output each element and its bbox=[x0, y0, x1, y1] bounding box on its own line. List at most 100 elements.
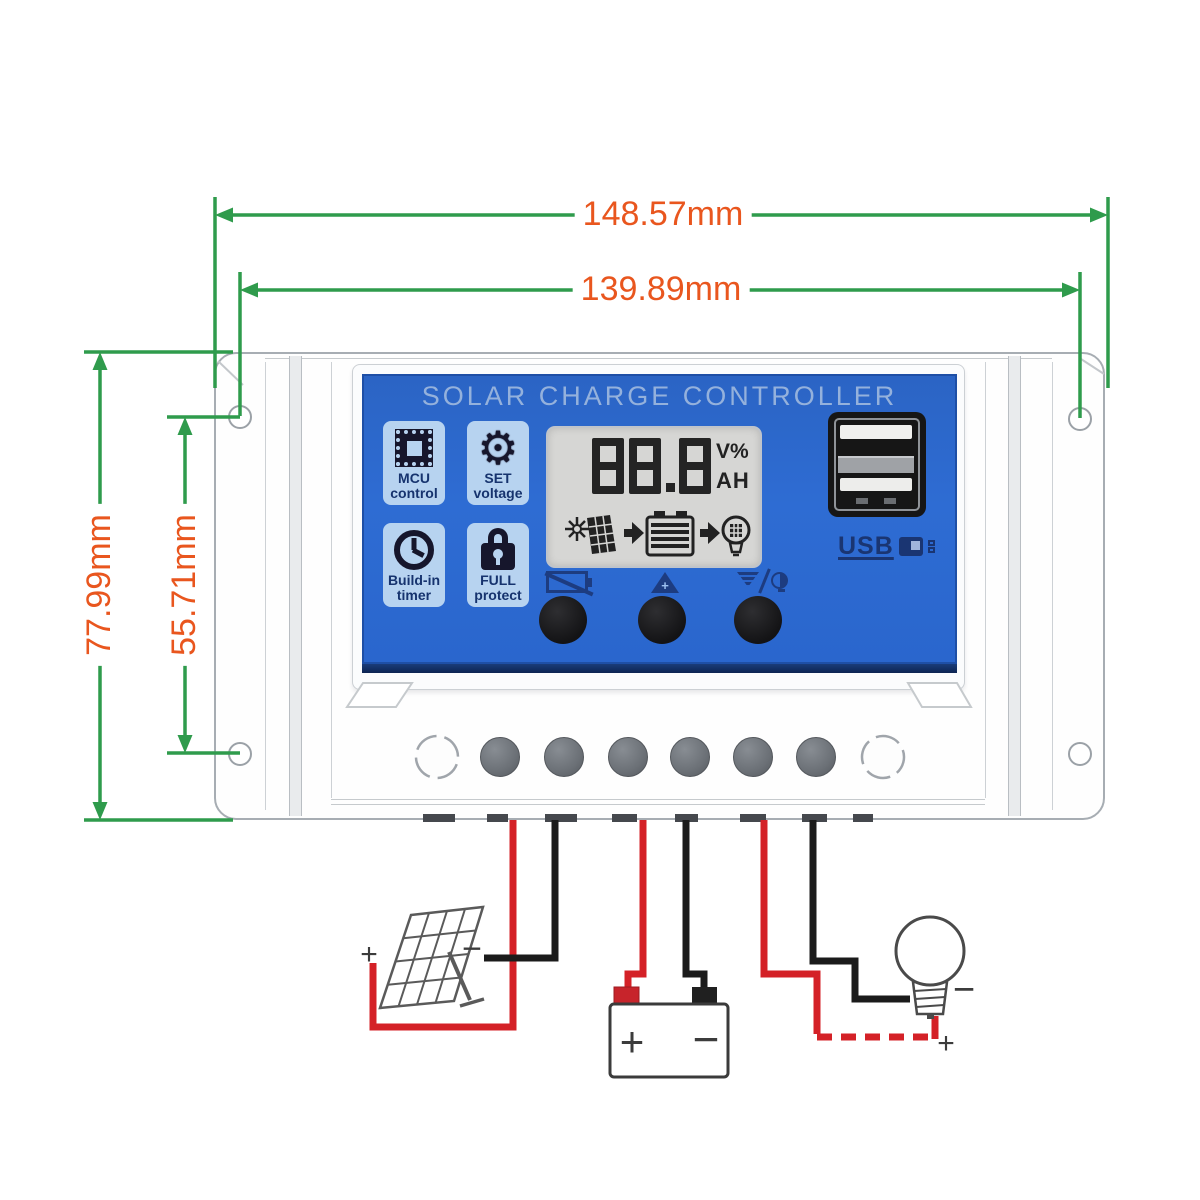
body-bottom-inner-line1 bbox=[331, 799, 985, 800]
dimension-width-total: 148.57mm bbox=[574, 195, 752, 233]
terminal-screw bbox=[544, 737, 584, 777]
terminal-screw bbox=[796, 737, 836, 777]
terminal-stub bbox=[545, 814, 577, 822]
gear-icon: ⚙ bbox=[477, 421, 519, 475]
badge-label: Build-in bbox=[387, 572, 441, 588]
solar-plus-sign: + bbox=[360, 938, 378, 971]
usb-plug-icon bbox=[898, 537, 923, 556]
battery-positive-terminal bbox=[613, 986, 640, 1005]
right-ridge bbox=[1008, 356, 1021, 816]
terminal-stub bbox=[740, 814, 766, 822]
wire-load-negative bbox=[809, 820, 910, 1003]
button-left bbox=[539, 596, 587, 644]
light-bulb-icon bbox=[721, 515, 751, 557]
solar-panel-symbol bbox=[378, 905, 485, 1010]
feature-badge-timer: Build-in timer bbox=[383, 523, 445, 607]
left-flange-line bbox=[265, 362, 266, 810]
warning-triangle-icon: + bbox=[651, 572, 679, 593]
mcu-chip-icon bbox=[395, 425, 433, 471]
load-day-night-icon bbox=[737, 568, 791, 594]
badge-label: SET bbox=[484, 470, 512, 486]
seven-segment-digit bbox=[592, 438, 624, 494]
terminal-stub bbox=[487, 814, 508, 822]
button-middle bbox=[638, 596, 686, 644]
badge-label: protect bbox=[474, 587, 522, 603]
usb-logo-text: USB bbox=[838, 532, 894, 560]
circlip-screw-right bbox=[860, 734, 906, 780]
terminal-stub bbox=[853, 814, 873, 822]
left-ridge bbox=[289, 356, 302, 816]
dimension-lines bbox=[84, 197, 1110, 822]
usb-logo-mark bbox=[927, 540, 935, 553]
right-flange-line bbox=[1052, 362, 1053, 810]
terminal-screw bbox=[480, 737, 520, 777]
seven-segment-digit bbox=[629, 438, 661, 494]
left-face-line bbox=[331, 362, 332, 798]
battery-minus-sign: − bbox=[692, 1013, 720, 1065]
wire-battery-positive bbox=[624, 820, 647, 990]
arrow-right-icon bbox=[624, 522, 644, 544]
control-panel: SOLAR CHARGE CONTROLLER MCU control ⚙ SE… bbox=[362, 374, 957, 664]
solar-panel-icon bbox=[587, 515, 616, 554]
feature-badge-set-voltage: ⚙ SET voltage bbox=[467, 421, 529, 505]
dimension-height-total: 77.99mm bbox=[80, 504, 118, 666]
terminal-stub bbox=[675, 814, 698, 822]
terminal-stub bbox=[423, 814, 455, 822]
mounting-hole-bottom-right bbox=[1068, 742, 1092, 766]
battery-negative-terminal bbox=[692, 987, 717, 1004]
badge-label: timer bbox=[396, 587, 432, 603]
load-plus-sign: + bbox=[937, 1027, 955, 1060]
padlock-icon bbox=[480, 527, 516, 573]
bezel-wedge-left bbox=[345, 682, 414, 708]
badge-label: FULL bbox=[480, 572, 516, 588]
dimension-height-holes: 55.71mm bbox=[165, 504, 203, 666]
terminal-stub bbox=[802, 814, 827, 822]
body-top-inner-line bbox=[265, 358, 1052, 359]
arrow-right-icon bbox=[700, 522, 720, 544]
terminal-screw bbox=[733, 737, 773, 777]
badge-label: voltage bbox=[473, 485, 523, 501]
badge-label: control bbox=[390, 485, 438, 501]
badge-label: MCU bbox=[398, 470, 430, 486]
terminal-stub bbox=[612, 814, 637, 822]
circlip-screw-left bbox=[414, 734, 460, 780]
feature-badge-mcu: MCU control bbox=[383, 421, 445, 505]
panel-bottom-shadow bbox=[362, 664, 957, 673]
solar-minus-sign: − bbox=[462, 930, 482, 968]
decimal-point bbox=[666, 483, 675, 492]
terminal-screw bbox=[670, 737, 710, 777]
wire-battery-negative bbox=[682, 820, 708, 990]
clock-icon bbox=[394, 527, 434, 573]
usb-port-top bbox=[840, 425, 912, 439]
panel-leg bbox=[447, 951, 472, 1001]
lcd-display: 88.8 V% AH bbox=[548, 428, 760, 566]
feature-badge-protect: FULL protect bbox=[467, 523, 529, 607]
bezel-wedge-right bbox=[906, 682, 973, 708]
battery-discharge-icon bbox=[546, 571, 592, 593]
chamfer-line bbox=[1080, 358, 1105, 375]
page-title: SOLAR CHARGE CONTROLLER bbox=[421, 381, 898, 411]
usb-logo: USB bbox=[838, 532, 935, 561]
seven-segment-digits bbox=[592, 438, 716, 494]
wire-solar-negative bbox=[484, 820, 559, 962]
lcd-flow-icons bbox=[565, 511, 751, 557]
lcd-unit-amp-hours: AH bbox=[716, 468, 750, 493]
load-minus-sign: − bbox=[952, 969, 976, 1011]
wire-solar-positive bbox=[369, 820, 517, 1031]
right-face-line bbox=[985, 362, 986, 798]
lcd-unit-volts-percent: V% bbox=[716, 440, 749, 463]
dimension-width-holes: 139.89mm bbox=[572, 270, 750, 308]
battery-icon bbox=[645, 511, 695, 557]
light-bulb-symbol bbox=[894, 915, 966, 1019]
button-right bbox=[734, 596, 782, 644]
usb-port-bottom bbox=[840, 478, 912, 491]
battery-symbol bbox=[608, 986, 730, 1079]
battery-plus-sign: + bbox=[619, 1018, 645, 1065]
wire-load-positive bbox=[760, 820, 821, 1034]
panel-foot bbox=[459, 997, 485, 1008]
body-bottom-inner-line2 bbox=[331, 804, 985, 805]
seven-segment-digit bbox=[679, 438, 711, 494]
terminal-screw bbox=[608, 737, 648, 777]
